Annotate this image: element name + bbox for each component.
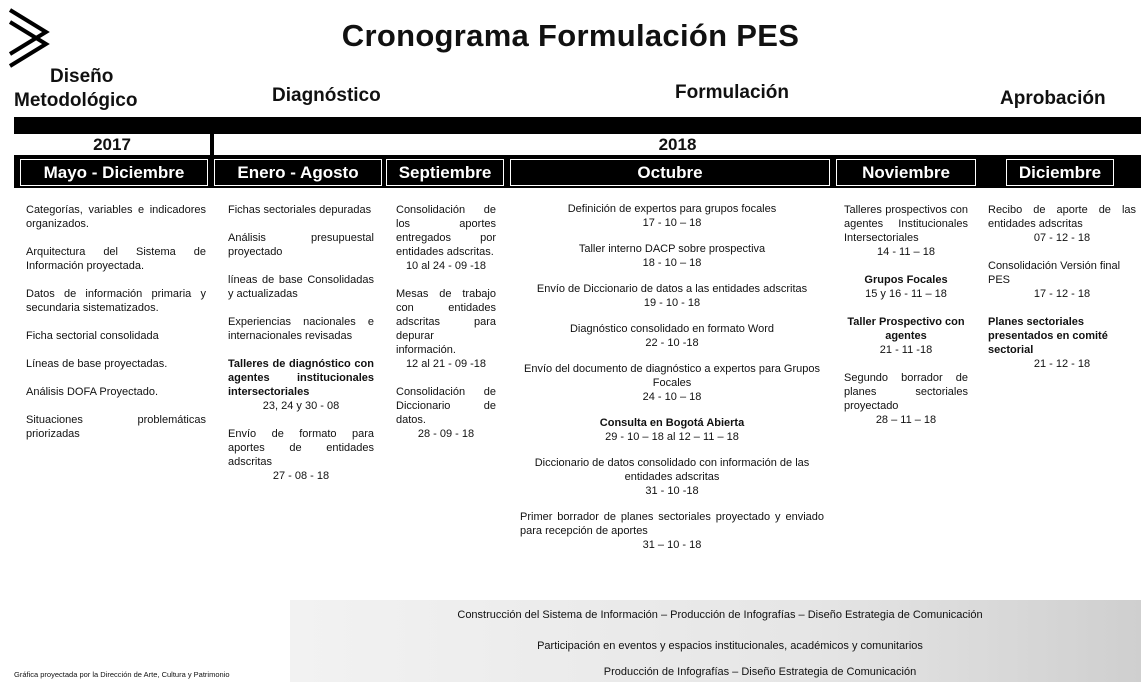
list-item: Segundo borrador de planes sectoriales p… bbox=[844, 371, 968, 427]
list-item-text: Taller interno DACP sobre prospectiva bbox=[578, 243, 766, 255]
phase-formulacion: Formulación bbox=[675, 82, 790, 103]
list-item-text: Mesas de trabajo con entidades adscritas… bbox=[396, 288, 496, 356]
list-item-date: 17 - 12 - 18 bbox=[1033, 288, 1091, 300]
list-item-text: Primer borrador de planes sectoriales pr… bbox=[520, 511, 824, 537]
phase-diagnostico: Diagnóstico bbox=[272, 85, 381, 106]
list-item-text: Consolidación de los aportes entregados … bbox=[396, 204, 496, 258]
list-item-date: 17 - 10 – 18 bbox=[642, 217, 702, 229]
phase-diseno-line2: Metodológico bbox=[14, 90, 138, 111]
year-2017-box bbox=[14, 134, 210, 155]
list-item-text: Envío de Diccionario de datos a las enti… bbox=[536, 283, 808, 295]
list-item: Consolidación Versión final PES 17 - 12 … bbox=[988, 259, 1136, 301]
month-septiembre: Septiembre bbox=[386, 159, 504, 186]
list-item: Envío de formato para aportes de entidad… bbox=[228, 427, 374, 483]
list-item-text: Consulta en Bogotá Abierta bbox=[599, 417, 745, 429]
month-enero-agosto: Enero - Agosto bbox=[214, 159, 382, 186]
banner-participacion-eventos: Participación en eventos y espacios inst… bbox=[537, 640, 923, 652]
list-item-date: 21 - 11 -18 bbox=[879, 344, 933, 356]
list-item: Consolidación de los aportes entregados … bbox=[396, 203, 496, 273]
list-item-text: Recibo de aporte de las entidades adscri… bbox=[988, 204, 1136, 230]
list-item-date: 12 al 21 - 09 -18 bbox=[405, 358, 487, 370]
phase-diseno-line1: Diseño bbox=[50, 66, 114, 87]
list-item: Experiencias nacionales e internacionale… bbox=[228, 316, 374, 342]
activities-banner-background bbox=[290, 600, 1141, 682]
banner-produccion-infografias: Producción de Infografías – Diseño Estra… bbox=[603, 666, 917, 678]
list-item: Categorías, variables e indicadores orga… bbox=[26, 204, 206, 230]
column-noviembre: Talleres prospectivos con agentes Instit… bbox=[844, 203, 968, 441]
list-item-date: 31 – 10 - 18 bbox=[642, 539, 702, 551]
list-item-date: 28 - 09 - 18 bbox=[417, 428, 475, 440]
chevron-logo-icon bbox=[8, 8, 50, 68]
month-octubre: Octubre bbox=[510, 159, 830, 186]
column-octubre: Definición de expertos para grupos focal… bbox=[520, 202, 824, 552]
list-item: Análisis DOFA Proyectado. bbox=[26, 386, 159, 398]
list-item: Líneas de base proyectadas. bbox=[26, 358, 168, 370]
credit-note: Gráfica proyectada por la Dirección de A… bbox=[14, 670, 230, 679]
list-item-text: Diccionario de datos consolidado con inf… bbox=[534, 457, 810, 483]
year-2018-box bbox=[214, 134, 1141, 155]
list-item: Recibo de aporte de las entidades adscri… bbox=[988, 203, 1136, 245]
list-item: Talleres prospectivos con agentes Instit… bbox=[844, 203, 968, 259]
list-item-text: Segundo borrador de planes sectoriales p… bbox=[844, 372, 968, 412]
page-title: Cronograma Formulación PES bbox=[341, 18, 800, 53]
list-item: Talleres de diagnóstico con agentes inst… bbox=[228, 357, 374, 413]
column-mayo-diciembre: Categorías, variables e indicadores orga… bbox=[26, 203, 206, 455]
list-item-text: Taller Prospectivo con agentes bbox=[847, 316, 965, 342]
list-item: líneas de base Consolidadas y actualizad… bbox=[228, 274, 374, 300]
list-item-date: 29 - 10 – 18 al 12 – 11 – 18 bbox=[605, 431, 739, 443]
column-septiembre: Consolidación de los aportes entregados … bbox=[396, 203, 496, 455]
list-item-date: 27 - 08 - 18 bbox=[272, 470, 330, 482]
list-item: Análisis presupuestal proyectado bbox=[228, 232, 374, 258]
list-item: Situaciones problemáticas priorizadas bbox=[26, 414, 206, 440]
list-item: Primer borrador de planes sectoriales pr… bbox=[520, 510, 824, 552]
list-item: Envío de Diccionario de datos a las enti… bbox=[520, 282, 824, 310]
month-mayo-diciembre: Mayo - Diciembre bbox=[20, 159, 208, 186]
list-item-date: 07 - 12 - 18 bbox=[1033, 232, 1091, 244]
month-diciembre: Diciembre bbox=[1006, 159, 1114, 186]
list-item-text: Planes sectoriales presentados en comité… bbox=[988, 316, 1108, 356]
list-item-date: 24 - 10 – 18 bbox=[642, 391, 702, 403]
month-noviembre: Noviembre bbox=[836, 159, 976, 186]
list-item: Consulta en Bogotá Abierta 29 - 10 – 18 … bbox=[520, 416, 824, 444]
list-item: Definición de expertos para grupos focal… bbox=[520, 202, 824, 230]
list-item: Ficha sectorial consolidada bbox=[26, 330, 159, 342]
list-item: Taller Prospectivo con agentes 21 - 11 -… bbox=[844, 315, 968, 357]
list-item: Datos de información primaria y secundar… bbox=[26, 288, 206, 314]
list-item-date: 31 - 10 -18 bbox=[645, 485, 699, 497]
list-item-date: 15 y 16 - 11 – 18 bbox=[865, 288, 947, 300]
list-item-date: 10 al 24 - 09 -18 bbox=[405, 260, 487, 272]
banner-sistema-informacion: Construcción del Sistema de Información … bbox=[457, 609, 983, 621]
list-item-text: Definición de expertos para grupos focal… bbox=[567, 203, 777, 215]
list-item: Mesas de trabajo con entidades adscritas… bbox=[396, 287, 496, 371]
list-item-text: Diagnóstico consolidado en formato Word bbox=[569, 323, 775, 335]
list-item-date: 22 - 10 -18 bbox=[645, 337, 699, 349]
list-item: Diccionario de datos consolidado con inf… bbox=[520, 456, 824, 498]
list-item: Arquitectura del Sistema de Información … bbox=[26, 246, 206, 272]
list-item-text: Envío del documento de diagnóstico a exp… bbox=[524, 363, 820, 389]
list-item-text: Grupos Focales bbox=[864, 274, 948, 286]
list-item-text: Consolidación de Diccionario de datos. bbox=[396, 386, 496, 426]
list-item: Fichas sectoriales depuradas bbox=[228, 204, 372, 216]
list-item: Grupos Focales 15 y 16 - 11 – 18 bbox=[844, 273, 968, 301]
phase-aprobacion: Aprobación bbox=[1000, 88, 1106, 109]
list-item: Envío del documento de diagnóstico a exp… bbox=[520, 362, 824, 404]
column-diciembre: Recibo de aporte de las entidades adscri… bbox=[988, 203, 1136, 385]
list-item-date: 18 - 10 – 18 bbox=[642, 257, 702, 269]
list-item-date: 23, 24 y 30 - 08 bbox=[262, 400, 340, 412]
list-item: Planes sectoriales presentados en comité… bbox=[988, 315, 1136, 371]
list-item-date: 21 - 12 - 18 bbox=[1033, 358, 1091, 370]
year-2018: 2018 bbox=[658, 135, 697, 154]
list-item: Consolidación de Diccionario de datos. 2… bbox=[396, 385, 496, 441]
year-2017: 2017 bbox=[93, 135, 131, 154]
list-item-text: Talleres prospectivos con agentes Instit… bbox=[844, 204, 968, 244]
list-item: Taller interno DACP sobre prospectiva 18… bbox=[520, 242, 824, 270]
list-item-date: 28 – 11 – 18 bbox=[875, 414, 937, 426]
list-item-text: Talleres de diagnóstico con agentes inst… bbox=[228, 358, 374, 398]
list-item: Diagnóstico consolidado en formato Word … bbox=[520, 322, 824, 350]
list-item-date: 19 - 10 - 18 bbox=[643, 297, 701, 309]
list-item-text: Consolidación Versión final PES bbox=[988, 260, 1121, 286]
list-item-date: 14 - 11 – 18 bbox=[877, 246, 935, 258]
column-enero-agosto: Fichas sectoriales depuradas Análisis pr… bbox=[228, 203, 374, 497]
list-item-text: Envío de formato para aportes de entidad… bbox=[228, 428, 374, 468]
